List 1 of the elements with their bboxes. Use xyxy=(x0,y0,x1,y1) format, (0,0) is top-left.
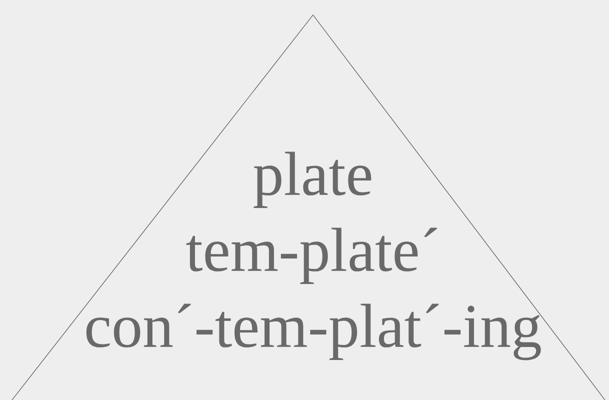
word-text: plate tem-plate´ con´-tem-plat´-ing xyxy=(86,152,541,360)
